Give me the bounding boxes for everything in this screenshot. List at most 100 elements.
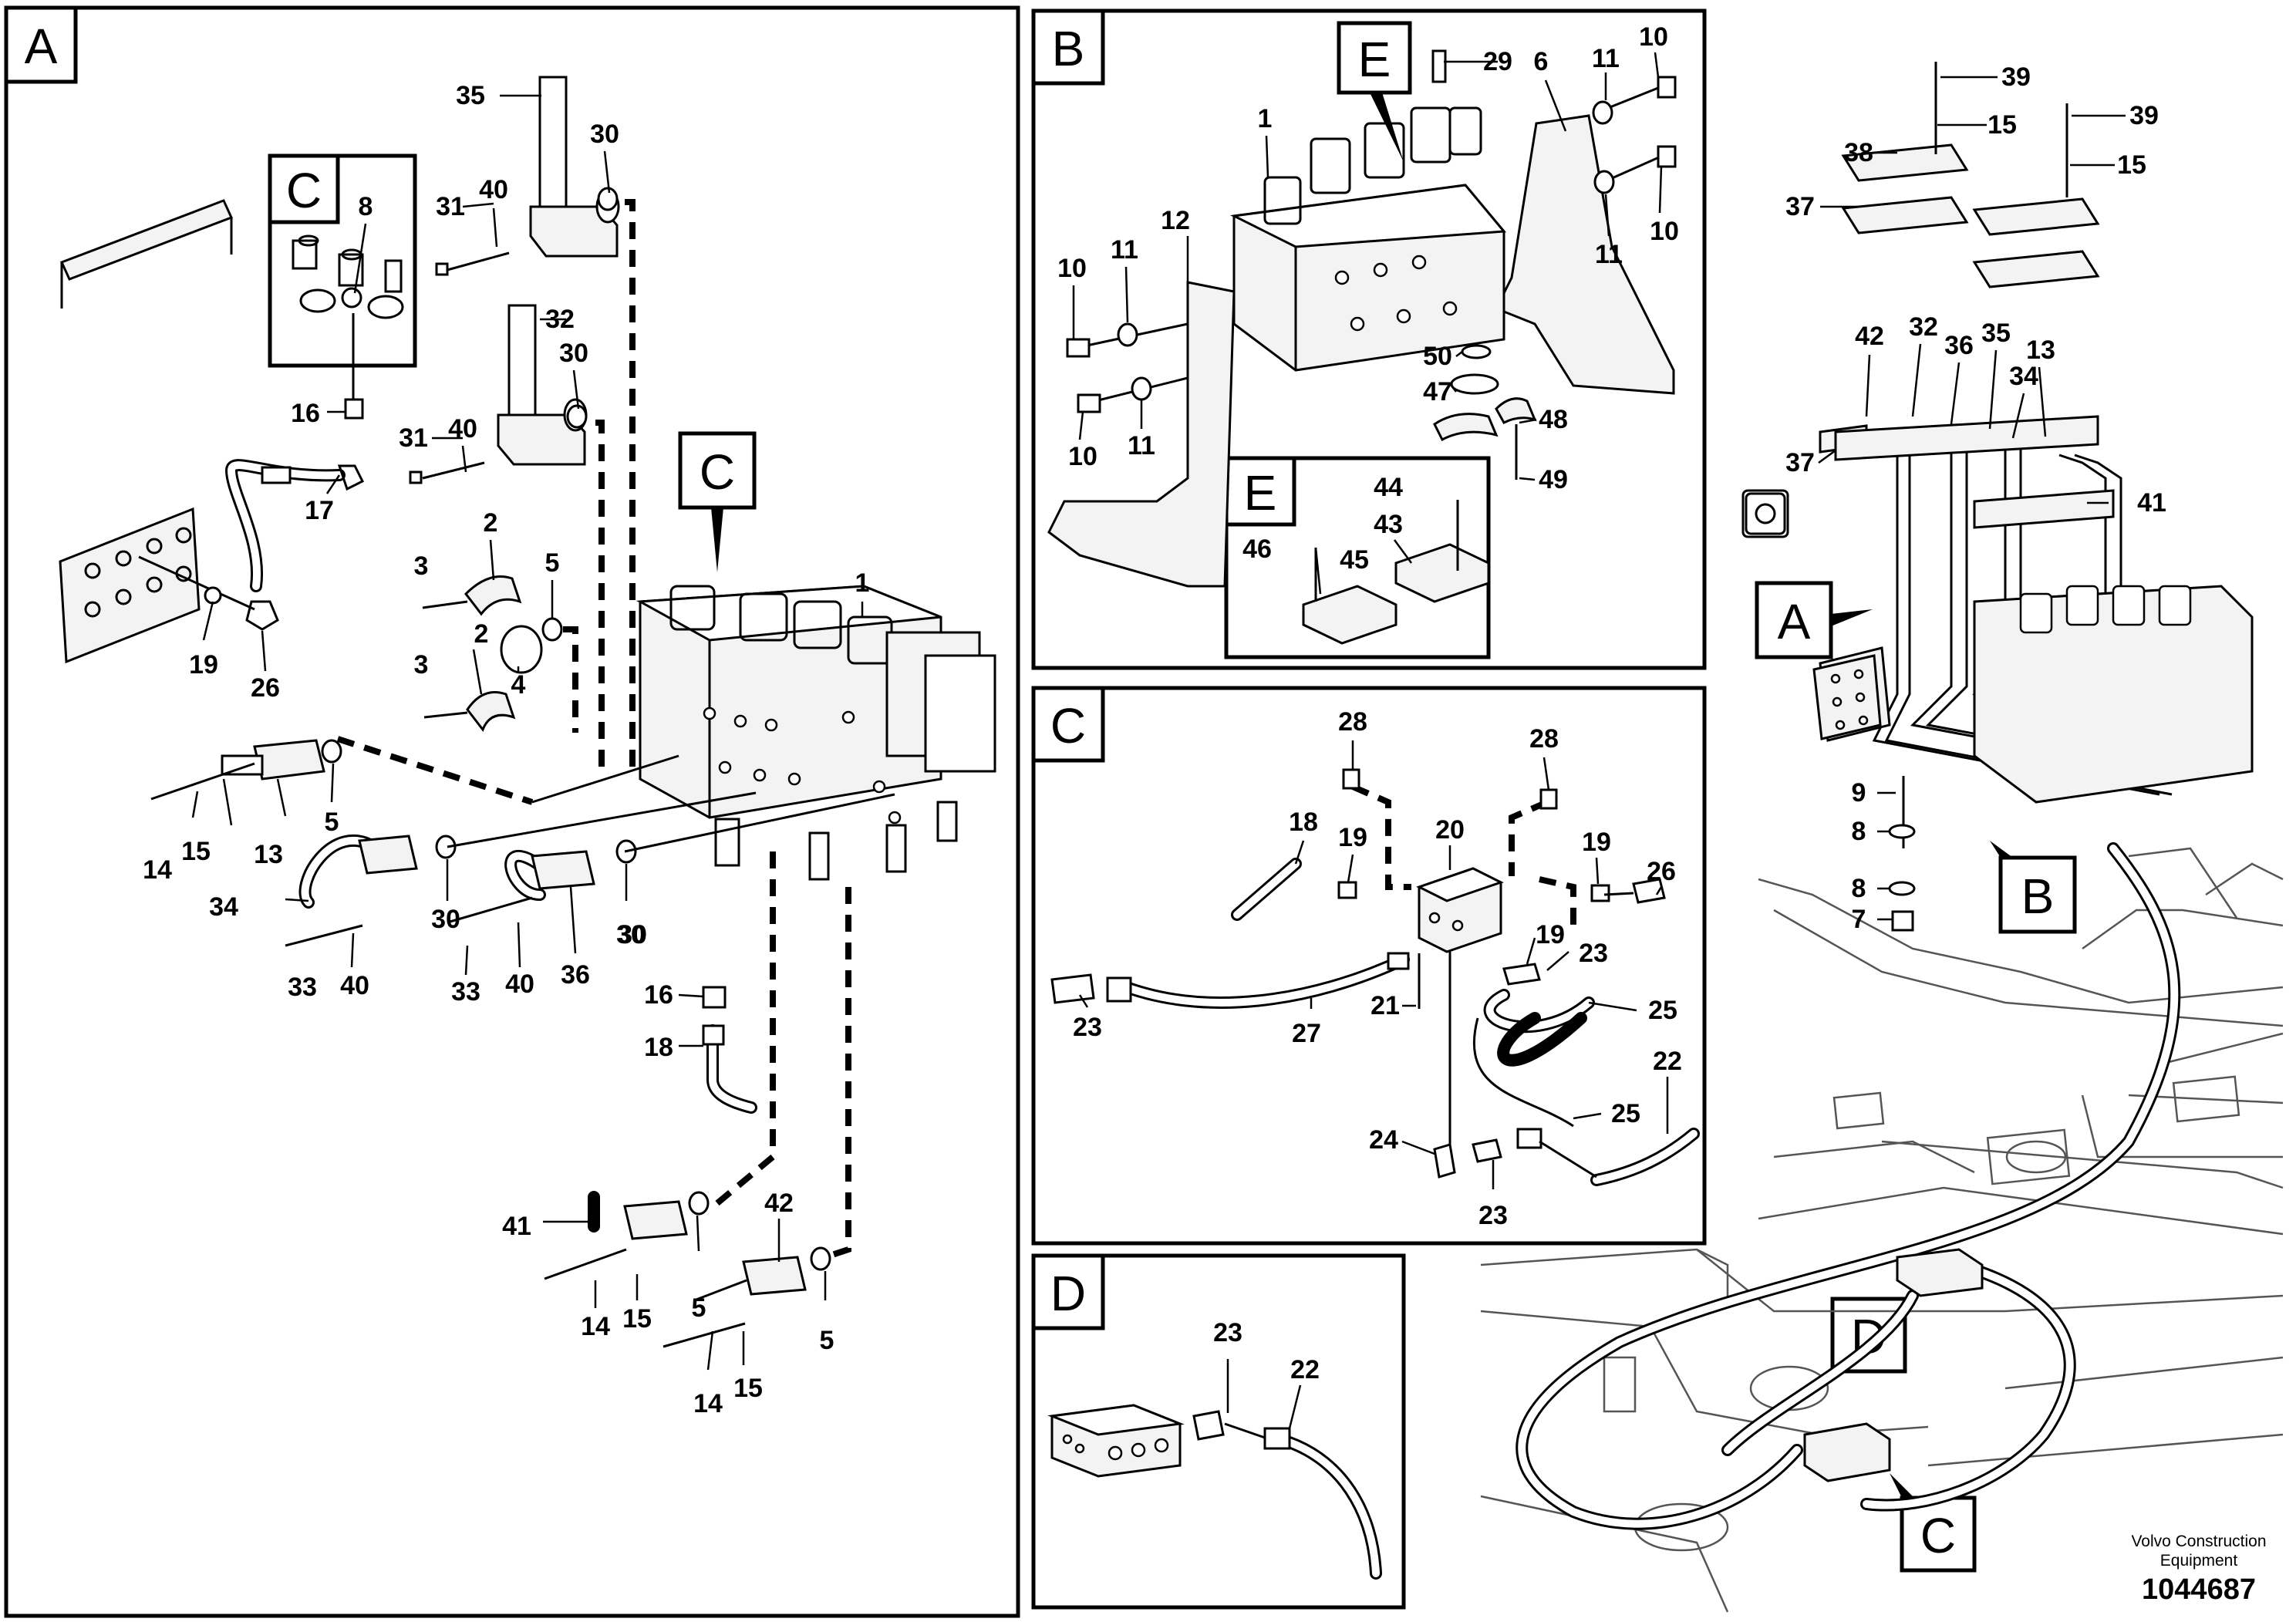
part-label: 8 xyxy=(1852,874,1866,903)
part-label: 37 xyxy=(1785,448,1815,477)
part-label: 39 xyxy=(2001,62,2031,92)
part-label: 38 xyxy=(1844,138,1873,167)
part-label: 41 xyxy=(502,1212,531,1241)
part-label: 33 xyxy=(451,977,480,1007)
part-label: 15 xyxy=(181,837,211,866)
part-label: 14 xyxy=(581,1312,610,1341)
svg-text:A: A xyxy=(25,19,58,74)
part-label: 2 xyxy=(474,619,489,649)
part-label: 36 xyxy=(1944,331,1974,360)
part-label: 30 xyxy=(616,920,646,949)
part-label: 15 xyxy=(2117,150,2146,180)
svg-text:E: E xyxy=(1244,465,1277,521)
part-label: 26 xyxy=(251,673,280,703)
part-label: 2 xyxy=(484,508,498,538)
part-label: 19 xyxy=(1536,920,1565,949)
part-label: 25 xyxy=(1611,1099,1640,1128)
brand-line-2: Equipment xyxy=(2159,1552,2238,1570)
part-label: 18 xyxy=(1289,808,1318,837)
panel-c-drawing xyxy=(1050,768,1700,1186)
part-label: 9 xyxy=(1852,778,1866,808)
part-label: 16 xyxy=(644,980,673,1010)
panel-tag-a: A xyxy=(4,5,78,84)
inset-tag-c: C xyxy=(268,153,340,224)
part-label: 23 xyxy=(1478,1201,1508,1230)
valve-sections xyxy=(669,585,996,773)
panel-a-frame xyxy=(4,5,1020,1618)
part-label: 36 xyxy=(561,960,590,990)
callout-tag-e-panel-b: E xyxy=(1337,21,1412,162)
part-label: 31 xyxy=(436,192,465,221)
part-label: 20 xyxy=(1435,815,1465,845)
part-label: 40 xyxy=(340,971,369,1000)
part-label: 27 xyxy=(1292,1019,1321,1048)
part-label: 34 xyxy=(209,892,238,922)
overview-tag-b: B xyxy=(1990,841,2077,934)
part-label: 32 xyxy=(1909,312,1938,342)
part-label: 50 xyxy=(1423,342,1452,371)
part-label: 29 xyxy=(1483,47,1512,76)
leader-lines xyxy=(191,52,2126,1429)
part-label: 30 xyxy=(559,339,588,368)
panel-tag-c: C xyxy=(1031,686,1105,763)
panel-d-drawing xyxy=(1047,1404,1382,1580)
part-label: 23 xyxy=(1073,1013,1102,1042)
part-label: 25 xyxy=(1648,996,1677,1025)
svg-text:A: A xyxy=(1778,594,1811,649)
part-label: 10 xyxy=(1639,22,1668,52)
inset-tag-e: E xyxy=(1224,456,1296,527)
panel-c-inset-frame xyxy=(268,153,417,368)
svg-text:C: C xyxy=(286,163,322,218)
part-label: 43 xyxy=(1374,510,1403,539)
panel-d-frame xyxy=(1031,1253,1406,1610)
part-label: 34 xyxy=(2009,362,2038,391)
part-label: 15 xyxy=(733,1374,763,1403)
part-label: 10 xyxy=(1068,442,1097,471)
part-label: 21 xyxy=(1371,991,1400,1020)
part-label: 5 xyxy=(325,808,339,837)
callout-tag-c-panel-a: C xyxy=(678,431,757,572)
part-label: 1 xyxy=(1258,104,1273,133)
labels-overview: 39 15 38 39 15 37 42 32 36 35 13 34 37 4… xyxy=(1785,62,2166,934)
panel-tag-d: D xyxy=(1031,1253,1105,1330)
part-label: 30 xyxy=(590,120,619,149)
part-label: 40 xyxy=(505,969,534,999)
overview-drawing xyxy=(1480,62,2284,1613)
part-label: 1 xyxy=(855,568,870,598)
panel-b-frame xyxy=(1031,8,1707,670)
part-label: 7 xyxy=(1852,905,1866,934)
part-label: 5 xyxy=(820,1326,834,1355)
part-label: 48 xyxy=(1539,405,1568,434)
part-label: 35 xyxy=(456,81,485,110)
part-label: 12 xyxy=(1161,206,1190,235)
svg-text:D: D xyxy=(1050,1266,1086,1321)
part-label: 22 xyxy=(1653,1047,1682,1076)
part-label: 28 xyxy=(1338,707,1367,737)
part-label: 19 xyxy=(1582,828,1611,857)
panel-c-frame xyxy=(1031,686,1707,1246)
part-label: 32 xyxy=(545,305,575,334)
brand-line-1: Volvo Construction xyxy=(2131,1533,2267,1550)
part-label: 13 xyxy=(2026,336,2055,365)
labels-panel-c: 28 28 18 19 20 19 26 23 27 21 19 23 25 2… xyxy=(1073,707,1682,1230)
part-label: 49 xyxy=(1539,465,1568,494)
part-label: 6 xyxy=(1534,47,1549,76)
part-label: 31 xyxy=(399,423,428,453)
part-label: 42 xyxy=(764,1189,794,1218)
part-label: 10 xyxy=(1650,217,1679,246)
part-label: 23 xyxy=(1579,939,1608,968)
part-label: 42 xyxy=(1855,322,1884,351)
part-label: 26 xyxy=(1647,857,1676,886)
overview-tag-c: C xyxy=(1890,1473,1977,1573)
part-label: 3 xyxy=(414,650,429,679)
part-label: 46 xyxy=(1242,534,1272,564)
svg-text:B: B xyxy=(1052,21,1085,76)
part-label: 19 xyxy=(189,650,218,679)
labels-panel-b: 29 6 11 10 1 12 11 10 11 10 11 10 50 47 … xyxy=(1057,22,1679,575)
part-label: 11 xyxy=(1111,235,1138,265)
part-label: 5 xyxy=(545,548,560,578)
part-label: 15 xyxy=(1988,110,2017,140)
panel-a-drawing xyxy=(59,76,996,1348)
part-label: 17 xyxy=(305,496,334,525)
